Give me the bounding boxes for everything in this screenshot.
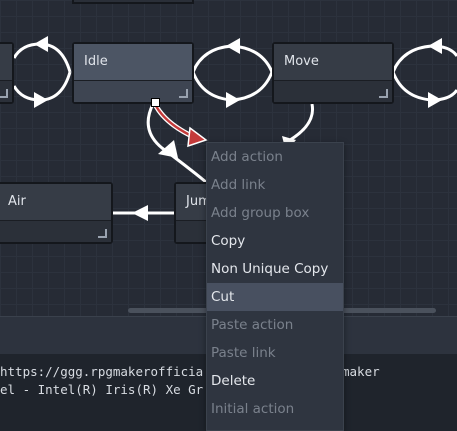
node-left-partial[interactable] bbox=[0, 42, 14, 104]
menu-item-non-unique-copy[interactable]: Non Unique Copy bbox=[211, 261, 329, 277]
transition-links bbox=[12, 36, 457, 221]
node-air-title: Air bbox=[0, 184, 111, 221]
menu-item-delete[interactable]: Delete bbox=[211, 373, 256, 389]
arrowhead-icon bbox=[428, 92, 442, 108]
arrowhead-icon bbox=[158, 140, 178, 158]
transition-loop-right[interactable] bbox=[391, 38, 457, 108]
arrowhead-icon bbox=[34, 36, 48, 52]
log-line-2: el - Intel(R) Iris(R) Xe Gr bbox=[0, 382, 204, 397]
log-line-1-tail: maker bbox=[342, 364, 380, 379]
menu-item-add-link[interactable]: Add link bbox=[211, 177, 266, 193]
transition-idle-jump[interactable] bbox=[146, 103, 207, 184]
arrowhead-icon bbox=[187, 126, 208, 148]
arrowhead-icon bbox=[132, 205, 148, 221]
node-move[interactable]: Move bbox=[272, 42, 394, 104]
arrowhead-icon bbox=[428, 38, 442, 54]
transition-loop-idle-move[interactable] bbox=[191, 38, 274, 108]
menu-item-paste-action[interactable]: Paste action bbox=[211, 317, 294, 333]
resize-corner-icon[interactable] bbox=[0, 89, 8, 98]
menu-item-cut[interactable]: Cut bbox=[207, 283, 343, 311]
context-menu: Add action Add link Add group box Copy N… bbox=[206, 142, 344, 431]
node-air[interactable]: Air bbox=[0, 182, 113, 244]
transition-selected[interactable] bbox=[152, 102, 208, 148]
menu-item-paste-link[interactable]: Paste link bbox=[211, 345, 276, 361]
arrowhead-icon bbox=[226, 92, 240, 108]
menu-item-add-action[interactable]: Add action bbox=[211, 149, 283, 165]
node-move-title: Move bbox=[274, 44, 392, 81]
menu-item-initial-action[interactable]: Initial action bbox=[211, 401, 295, 417]
resize-corner-icon[interactable] bbox=[379, 89, 388, 98]
menu-item-copy[interactable]: Copy bbox=[211, 233, 246, 249]
node-top-partial[interactable] bbox=[72, 0, 194, 4]
menu-item-add-group-box[interactable]: Add group box bbox=[211, 205, 310, 221]
arrowhead-icon bbox=[34, 92, 48, 108]
arrowhead-icon bbox=[226, 38, 240, 54]
resize-corner-icon[interactable] bbox=[179, 89, 188, 98]
link-anchor[interactable] bbox=[151, 98, 160, 107]
node-idle-title: Idle bbox=[74, 44, 192, 81]
log-line-1: https://ggg.rpgmakerofficia bbox=[0, 364, 204, 379]
transition-loop-left[interactable] bbox=[12, 36, 72, 108]
transition-jump-air[interactable] bbox=[112, 205, 176, 221]
resize-corner-icon[interactable] bbox=[98, 229, 107, 238]
node-idle[interactable]: Idle bbox=[72, 42, 194, 107]
